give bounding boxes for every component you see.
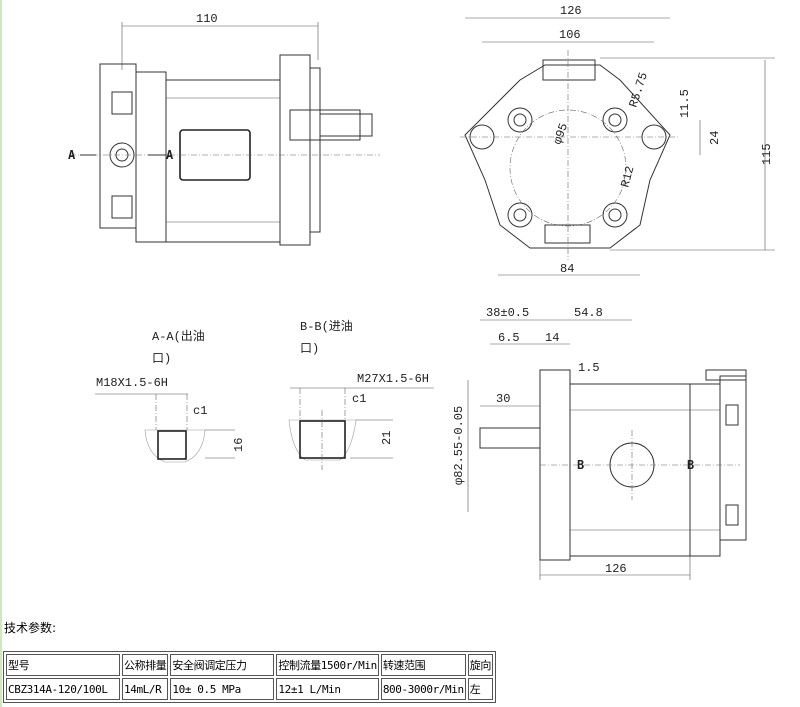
dim-84: 84 [560,262,574,276]
header-speed-range: 转速范围 [380,654,466,676]
header-displacement: 公称排量 [122,654,169,676]
dim-16: 16 [232,438,246,452]
cell-control-flow: 12±1 L/Min [276,678,379,700]
section-mark-b-right: B [687,458,694,472]
tech-params-heading: 技术参数: [4,621,57,635]
chamfer-c1-b: c1 [352,392,366,406]
dim-1-5: 1.5 [578,361,600,375]
section-mark-a-right: A [166,148,174,162]
spec-table: 型号 公称排量 安全阀调定压力 控制流量1500r/Min 转速范围 旋向 CB… [3,651,496,703]
dim-106: 106 [559,28,581,42]
dim-115: 115 [760,143,774,165]
dim-width-110: 110 [196,12,218,26]
section-mark-a-left: A [68,148,76,162]
cell-speed-range: 800-3000r/Min [380,678,466,700]
side-view: 126 106 R5.75 11.5 24 115 φ95 R12 84 [460,4,775,276]
dim-24: 24 [708,131,722,145]
bottom-view: 38±0.5 54.8 6.5 14 1.5 30 φ82.55-0.05 B … [452,306,747,580]
header-model: 型号 [6,654,120,676]
dim-54-8: 54.8 [574,306,603,320]
section-aa-title-2: 口) [152,352,171,366]
thread-m27: M27X1.5-6H [357,372,429,386]
dim-11-5: 11.5 [678,89,692,118]
dim-phi82: φ82.55-0.05 [452,406,466,485]
dim-r12: R12 [618,165,637,189]
dim-14: 14 [545,331,559,345]
section-bb: B-B(进油 口) M27X1.5-6H c1 21 [288,319,434,470]
page-left-border [0,0,2,707]
dim-21: 21 [380,431,394,445]
header-relief-pressure: 安全阀调定压力 [170,654,275,676]
dim-r5-75: R5.75 [626,71,650,110]
dim-30: 30 [496,392,510,406]
cell-model: CBZ314A-120/100L [6,678,120,700]
dim-phi95: φ95 [551,121,572,146]
chamfer-c1-a: c1 [193,404,207,418]
dim-6-5: 6.5 [498,331,520,345]
section-bb-title-2: 口) [300,342,319,356]
section-mark-b-left: B [577,458,584,472]
section-aa: A-A(出油 口) M18X1.5-6H c1 16 [95,329,246,463]
cell-relief-pressure: 10± 0.5 MPa [170,678,275,700]
front-view: 110 A A [68,12,380,246]
pump-technical-drawing: 110 A A 126 106 [68,4,775,580]
table-row: CBZ314A-120/100L 14mL/R 10± 0.5 MPa 12±1… [6,678,493,700]
cell-rotation: 左 [467,678,493,700]
header-rotation: 旋向 [467,654,493,676]
cell-displacement: 14mL/R [122,678,169,700]
table-header-row: 型号 公称排量 安全阀调定压力 控制流量1500r/Min 转速范围 旋向 [6,654,493,676]
dim-126-bottom: 126 [605,562,627,576]
dim-38: 38±0.5 [486,306,529,320]
dim-126-top: 126 [560,4,582,18]
section-bb-title: B-B(进油 [300,319,353,334]
header-control-flow: 控制流量1500r/Min [276,654,379,676]
section-aa-title: A-A(出油 [152,329,205,344]
thread-m18: M18X1.5-6H [96,376,168,390]
